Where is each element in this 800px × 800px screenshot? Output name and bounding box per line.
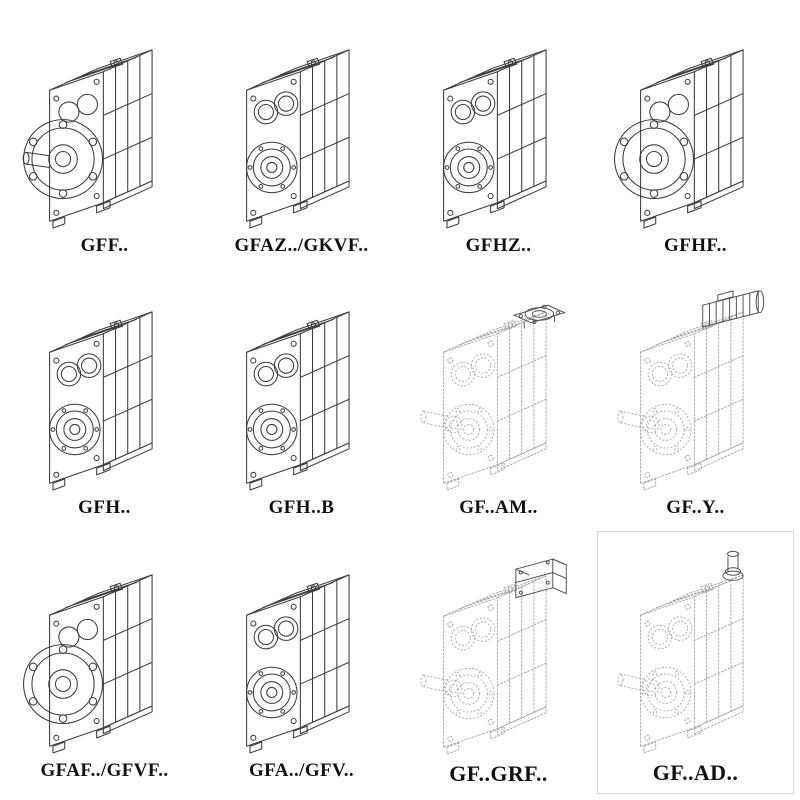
product-cell: GF..Y.. <box>597 269 794 532</box>
product-label: GFF.. <box>80 234 129 256</box>
product-cell: GFAF../GFVF.. <box>6 531 203 794</box>
product-label: GFH.. <box>78 497 131 519</box>
gearbox-bore-drawing <box>410 23 586 233</box>
product-label: GFAZ../GKVF.. <box>234 234 369 256</box>
product-label: GFAF../GFVF.. <box>40 760 169 782</box>
gearbox-input-adapter-drawing <box>410 549 586 759</box>
product-label: GFHZ.. <box>465 234 532 256</box>
gearbox-input-flange-drawing <box>410 285 586 495</box>
product-cell: GFF.. <box>6 6 203 269</box>
gearbox-bore-drawing <box>16 285 192 495</box>
gearbox-bore-drawing <box>213 548 389 758</box>
product-label: GFH..B <box>268 497 335 519</box>
product-cell: GF..GRF.. <box>400 531 597 794</box>
gearbox-flange-drawing <box>607 23 783 233</box>
gearbox-motor-drawing <box>607 285 783 495</box>
product-label: GFHF.. <box>664 234 727 256</box>
product-cell: GFH..B <box>203 269 400 532</box>
gearbox-free-input-shaft-drawing <box>607 548 783 758</box>
product-cell: GFA../GFV.. <box>203 531 400 794</box>
product-cell: GFHF.. <box>597 6 794 269</box>
product-cell: GFAZ../GKVF.. <box>203 6 400 269</box>
product-cell: GF..AD.. <box>597 531 794 794</box>
gearbox-flange-drawing <box>16 548 192 758</box>
product-cell: GFHZ.. <box>400 6 597 269</box>
product-label: GFA../GFV.. <box>248 760 355 782</box>
product-cell: GF..AM.. <box>400 269 597 532</box>
gearbox-bore-drawing <box>213 23 389 233</box>
product-label: GF..Y.. <box>666 497 725 519</box>
gearbox-flange-shaft-drawing <box>16 23 192 233</box>
product-label: GF..GRF.. <box>449 760 548 786</box>
product-label: GF..AM.. <box>459 497 538 519</box>
product-label: GF..AD.. <box>652 759 739 785</box>
gearbox-bore-drawing <box>213 285 389 495</box>
product-cell: GFH.. <box>6 269 203 532</box>
